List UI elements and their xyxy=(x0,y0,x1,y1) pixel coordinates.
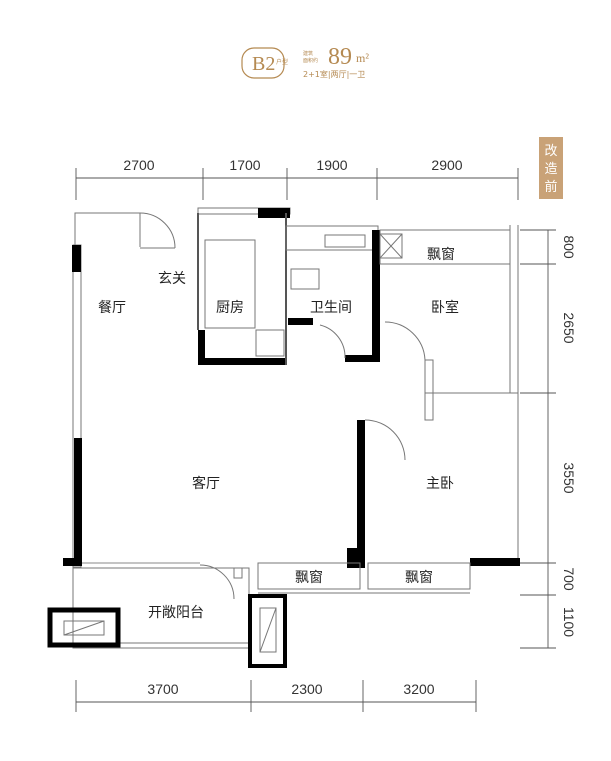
room-labels: 餐厅 玄关 厨房 卫生间 卧室 飘窗 客厅 主卧 飘窗 飘窗 开敞阳台 xyxy=(98,246,459,621)
right-dim-4: 700 xyxy=(561,567,577,591)
top-dim-3: 1900 xyxy=(316,157,347,173)
right-dim-2: 2650 xyxy=(561,312,577,343)
right-dim-3: 3550 xyxy=(561,462,577,493)
room-bay-window-left: 飘窗 xyxy=(295,569,323,586)
room-dining: 餐厅 xyxy=(98,300,126,316)
bottom-dim-3: 3200 xyxy=(403,681,434,697)
badge-char-2: 造 xyxy=(544,162,557,177)
unit-header: B2 户型 建筑 面积约 89 m² 2+1室|两厅|一卫 xyxy=(241,44,369,79)
room-bedroom: 卧室 xyxy=(431,299,459,316)
room-entrance: 玄关 xyxy=(158,270,186,287)
room-bay-window-top: 飘窗 xyxy=(427,246,455,263)
bottom-dim-1: 3700 xyxy=(147,681,178,697)
unit-code: B2 xyxy=(252,53,275,75)
right-dimension-line: 800 2650 3550 700 1100 xyxy=(520,229,577,649)
walls xyxy=(47,207,520,668)
bottom-dimension-line: 3700 2300 3200 xyxy=(75,680,477,712)
right-dim-5: 1100 xyxy=(561,607,577,637)
top-dimension-line: 2700 1700 1900 2900 xyxy=(75,157,519,200)
unit-suffix: 户型 xyxy=(276,58,288,66)
right-dim-1: 800 xyxy=(561,235,577,259)
unit-code-frame xyxy=(241,47,285,79)
layout-description: 2+1室|两厅|一卫 xyxy=(303,69,365,79)
bottom-dim-2: 2300 xyxy=(291,681,322,697)
top-dim-4: 2900 xyxy=(431,157,462,173)
badge-background xyxy=(539,137,563,199)
top-dim-2: 1700 xyxy=(229,157,260,173)
room-bay-window-right: 飘窗 xyxy=(405,569,433,586)
room-balcony: 开敞阳台 xyxy=(148,605,204,621)
status-badge: 改 造 前 xyxy=(539,137,563,199)
area-caption-1: 建筑 xyxy=(303,50,313,57)
area-caption-2: 面积约 xyxy=(303,57,318,64)
room-living: 客厅 xyxy=(192,475,220,492)
badge-char-1: 改 xyxy=(544,144,557,159)
room-master: 主卧 xyxy=(426,476,454,492)
room-kitchen: 厨房 xyxy=(216,300,244,316)
area-unit: m² xyxy=(356,51,369,65)
badge-char-3: 前 xyxy=(544,179,557,195)
top-dim-1: 2700 xyxy=(123,157,154,173)
area-value: 89 xyxy=(328,44,352,70)
room-bathroom: 卫生间 xyxy=(310,300,352,316)
